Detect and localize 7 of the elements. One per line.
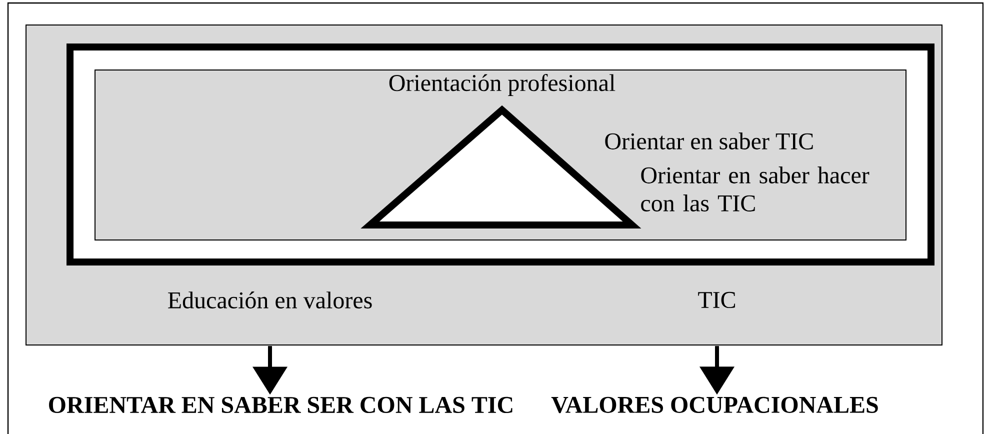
heading-text: ORIENTAR EN SABER SER CON LAS TIC [49,396,512,414]
triangle-label: Orientación profesional [389,74,616,96]
side-label: Orientar en saber hacer con las TIC [641,166,870,212]
text-label: TIC [698,292,735,308]
heading-text: VALORES OCUPACIONALES [551,396,878,414]
text-label: Educación en valores [168,292,372,308]
side-label: Orientar en saber TIC [605,132,813,150]
